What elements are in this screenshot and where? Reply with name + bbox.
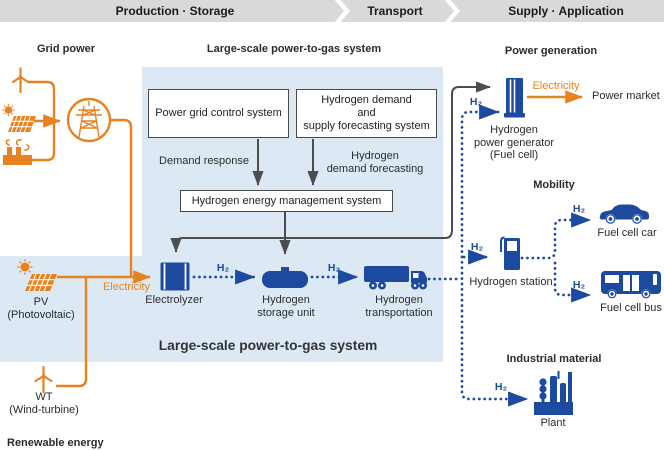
solar-panel-icon [2, 104, 36, 133]
electricity-out-label: Electricity [532, 80, 580, 92]
pv-label: PV (Photovoltaic) [7, 296, 75, 321]
hydrogen-station-label: Hydrogen station [469, 276, 553, 288]
fuel-cell-car-label: Fuel cell car [597, 227, 657, 239]
h2-label-to-bus: H₂ [572, 279, 586, 291]
power-generator-label: Hydrogen power generator (Fuel cell) [473, 124, 555, 161]
power-market-label: Power market [592, 90, 660, 102]
plant-factory-icon [534, 371, 573, 415]
section-mobility: Mobility [533, 179, 575, 191]
section-power-generation: Power generation [504, 45, 598, 57]
fuel-cell-generator-icon [504, 78, 525, 118]
wt-label: WT (Wind-turbine) [9, 391, 79, 416]
stage-supply-application: Supply · Application [508, 4, 624, 18]
h2-label-to-station: H₂ [470, 241, 484, 253]
fuel-cell-car-icon [599, 204, 649, 224]
electrolyzer-label: Electrolyzer [145, 294, 203, 306]
fuel-cell-bus-label: Fuel cell bus [600, 302, 662, 314]
wt-wind-turbine-icon [34, 365, 53, 394]
forecasting-system-box: Hydrogen demand and supply forecasting s… [296, 89, 437, 138]
power-grid-control-box: Power grid control system [148, 89, 289, 138]
hydrogen-energy-management-box: Hydrogen energy management system [180, 190, 393, 212]
h2-label-to-plant: H₂ [494, 381, 508, 393]
demand-response-label: Demand response [159, 155, 249, 167]
wind-turbine-icon [11, 67, 30, 94]
section-grid-power: Grid power [36, 43, 96, 55]
section-industrial-material: Industrial material [506, 353, 602, 365]
section-p2g-top: Large-scale power-to-gas system [206, 43, 382, 55]
chevron-separator-icon [334, 0, 350, 22]
h2-label-to-car: H₂ [572, 203, 586, 215]
h2-label-to-generator: H₂ [469, 96, 483, 108]
hydrogen-truck-icon [364, 266, 427, 290]
stage-transport: Transport [367, 4, 423, 18]
hydrogen-storage-tank-icon [262, 267, 308, 288]
storage-unit-label: Hydrogen storage unit [257, 294, 315, 319]
fuel-cell-bus-icon [601, 271, 661, 299]
process-stage-bar [0, 0, 664, 22]
hydrogen-demand-forecasting-label: Hydrogen demand forecasting [326, 150, 424, 175]
h2-label-to-storage: H₂ [216, 262, 230, 274]
transportation-label: Hydrogen transportation [365, 294, 433, 319]
pv-solar-panel-icon [17, 259, 57, 292]
p2g-bottom-title: Large-scale power-to-gas system [158, 338, 378, 353]
electrolyzer-icon [160, 262, 190, 291]
factory-smoke-icon [3, 139, 32, 165]
chevron-separator-icon [444, 0, 460, 22]
electricity-in-label: Electricity [102, 281, 150, 293]
hydrogen-station-pump-icon [500, 236, 520, 270]
stage-production-storage: Production · Storage [115, 4, 235, 18]
renewable-input-background [0, 256, 142, 362]
plant-label: Plant [540, 417, 566, 429]
section-renewable-energy: Renewable energy [7, 437, 104, 449]
h2-label-to-transport: H₂ [327, 262, 341, 274]
